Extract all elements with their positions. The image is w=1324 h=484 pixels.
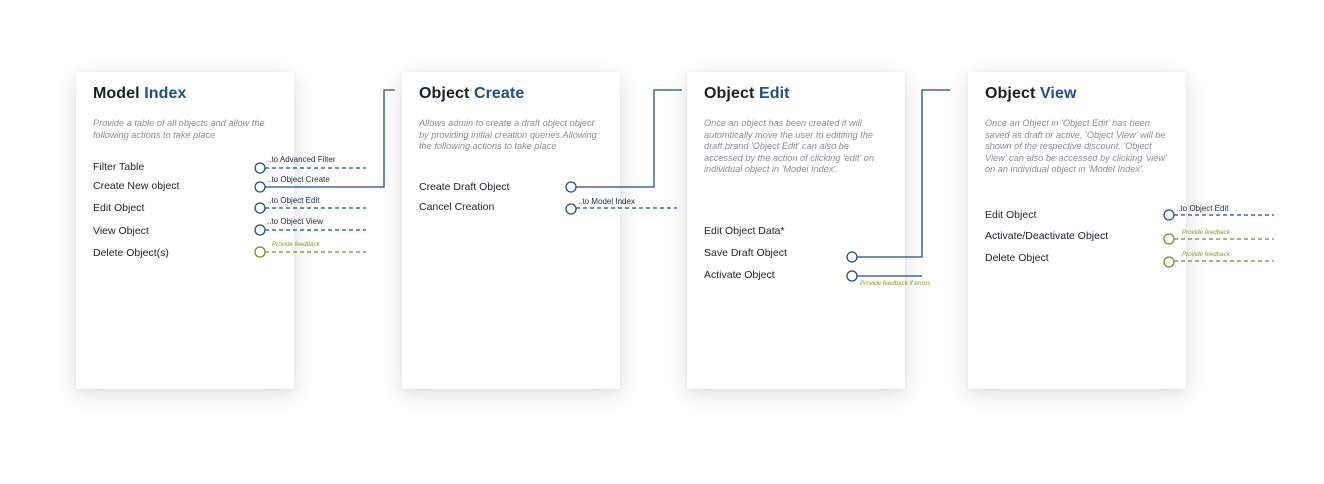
action-cancel-creation[interactable]: Cancel Creation xyxy=(419,201,495,213)
connector-node[interactable] xyxy=(565,181,577,193)
connector-label: ..to Model Index xyxy=(578,197,635,206)
connector-label: ..to Object View xyxy=(267,217,323,226)
connector-label: ..to Advanced Filter xyxy=(267,155,336,164)
card-description: Once an object has been created it will … xyxy=(704,118,875,175)
card-title: Object View xyxy=(985,85,1077,102)
action-edit-object-data[interactable]: Edit Object Data* xyxy=(704,225,785,237)
action-filter-table[interactable]: Filter Table xyxy=(93,161,145,173)
card-object-edit: Object Edit Once an object has been crea… xyxy=(687,72,905,389)
card-model-index: Model Index Provide a table of all objec… xyxy=(76,72,294,389)
action-view-object[interactable]: View Object xyxy=(93,225,149,237)
connector-node[interactable] xyxy=(1163,256,1175,268)
card-object-view: Object View Once an Object in 'Object Ed… xyxy=(968,72,1186,389)
action-edit-object[interactable]: Edit Object xyxy=(93,202,145,214)
connector-node[interactable] xyxy=(1163,233,1175,245)
connector-line-to-object-edit xyxy=(576,89,682,188)
action-delete-objects[interactable]: Delete Object(s) xyxy=(93,247,169,259)
action-create-new-object[interactable]: Create New object xyxy=(93,180,180,192)
connector-node[interactable] xyxy=(1163,209,1175,221)
connector-label: Provide feedback xyxy=(272,241,320,248)
connector-label: ..to Object Edit xyxy=(1176,204,1229,213)
connector-node[interactable] xyxy=(254,202,266,214)
action-edit-object[interactable]: Edit Object xyxy=(985,209,1037,221)
card-title: Object Edit xyxy=(704,85,790,102)
action-create-draft-object[interactable]: Create Draft Object xyxy=(419,181,510,193)
connector-node[interactable] xyxy=(565,203,577,215)
connector-node[interactable] xyxy=(254,246,266,258)
card-description: Once an Object in 'Object Edit' has been… xyxy=(985,118,1167,175)
connector-line-to-object-create xyxy=(265,89,395,188)
connector-label: Provide feedback xyxy=(1182,251,1230,258)
connector-node[interactable] xyxy=(254,224,266,236)
card-object-create: Object Create Allows admin to create a d… xyxy=(402,72,620,389)
action-save-draft-object[interactable]: Save Draft Object xyxy=(704,247,787,259)
connector-line-to-object-view xyxy=(857,89,950,258)
card-description: Provide a table of all objects and allow… xyxy=(93,118,265,140)
card-title: Object Create xyxy=(419,85,525,102)
connector-label: Provide feedback xyxy=(1182,229,1230,236)
card-description: Allows admin to create a draft object ob… xyxy=(419,118,597,152)
connector-node[interactable] xyxy=(254,181,266,193)
card-title: Model Index xyxy=(93,85,187,102)
connector-node[interactable] xyxy=(846,270,858,282)
connector-label: ..to Object Create xyxy=(267,175,330,184)
connector-node[interactable] xyxy=(846,251,858,263)
action-activate-deactivate-object[interactable]: Activate/Deactivate Object xyxy=(985,230,1109,242)
connector-node[interactable] xyxy=(254,162,266,174)
action-delete-object[interactable]: Delete Object xyxy=(985,252,1049,264)
action-activate-object[interactable]: Activate Object xyxy=(704,269,775,281)
connector-label: ..to Object Edit xyxy=(267,196,320,205)
connector-label: Provide feedback if errors xyxy=(860,280,931,287)
